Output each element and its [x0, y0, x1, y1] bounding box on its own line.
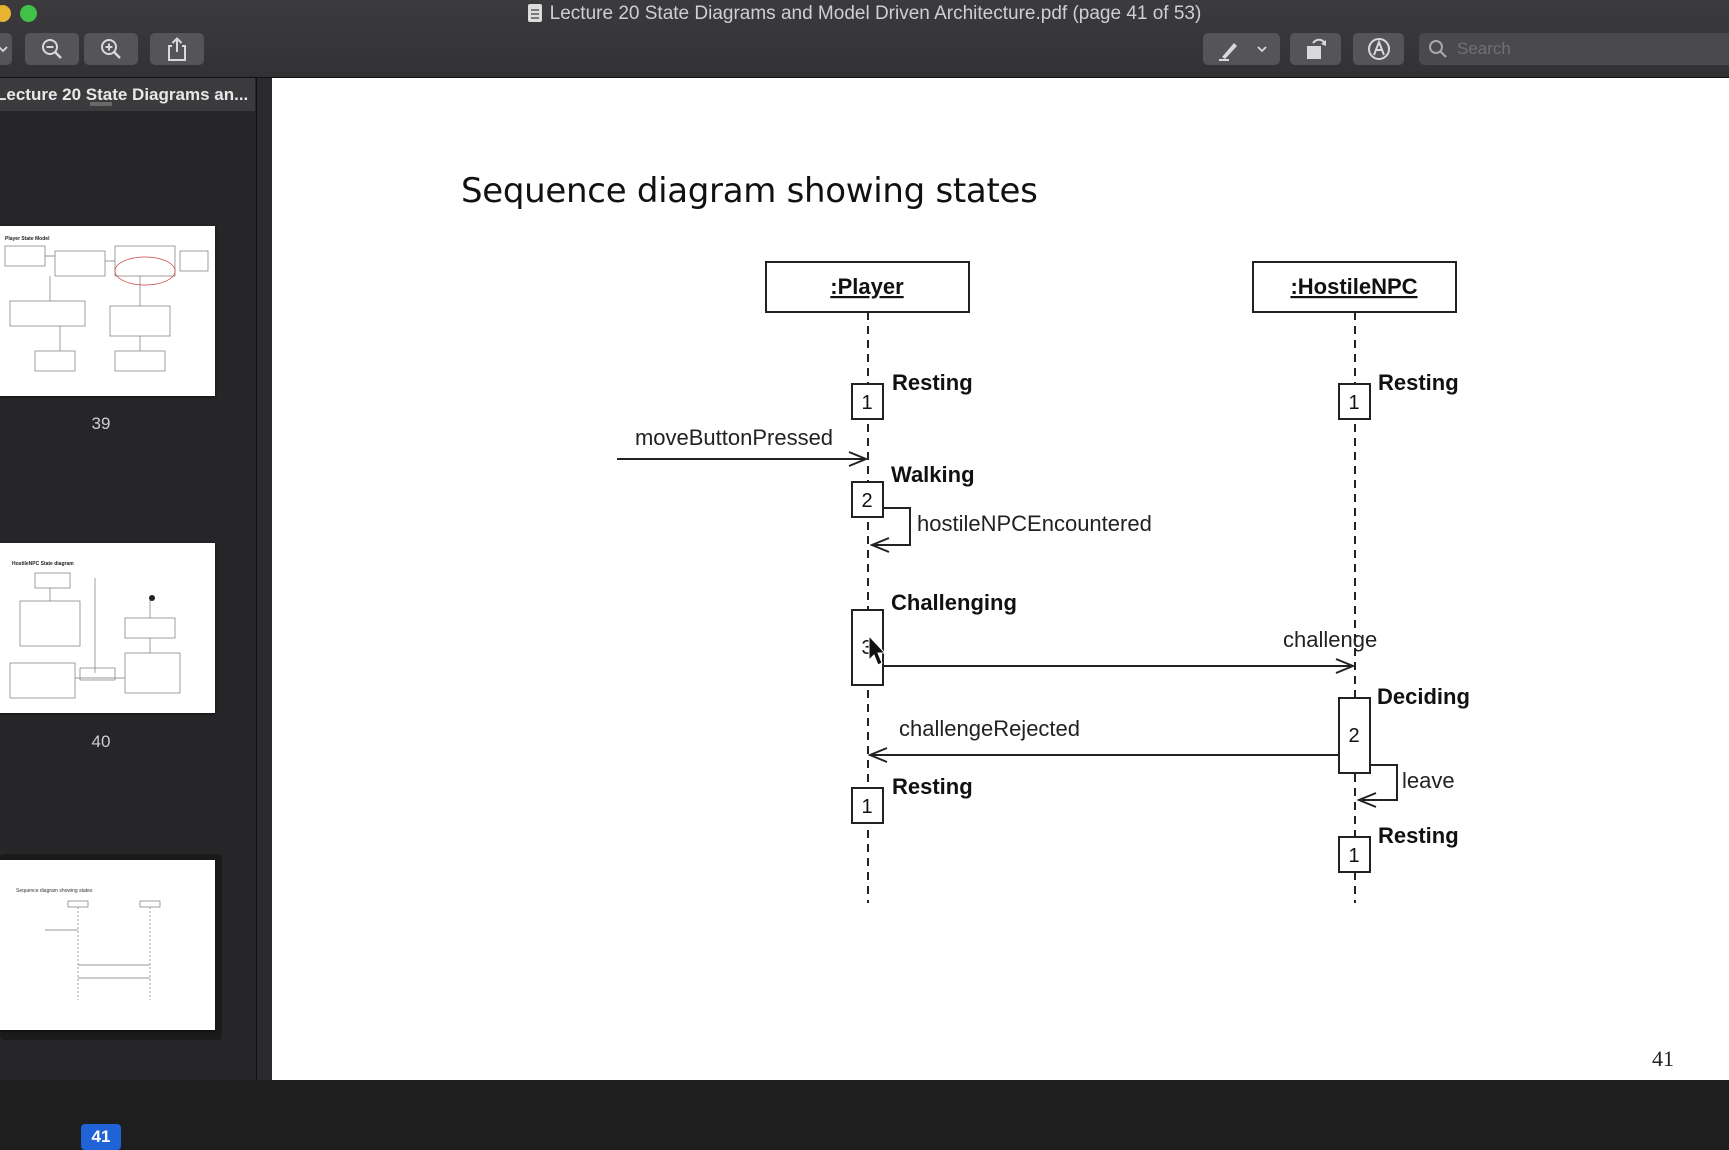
rotate-button[interactable] — [1290, 33, 1341, 65]
message-label-challenge: challenge — [1283, 627, 1377, 652]
npc-state-number: 2 — [1348, 725, 1359, 747]
npc-state-number: 1 — [1348, 392, 1359, 414]
zoom-in-button[interactable] — [84, 33, 138, 65]
message-label-rejected: challengeRejected — [899, 716, 1080, 741]
thumbnail-page-label-41[interactable]: 41 — [81, 1124, 121, 1150]
npc-state-label: Resting — [1378, 823, 1459, 848]
message-arrow-self-encounter — [872, 507, 911, 545]
npc-state-label: Deciding — [1377, 684, 1470, 709]
lifeline-player-box — [765, 261, 970, 313]
player-state-box-resting — [851, 383, 884, 420]
player-state-label: Walking — [891, 462, 975, 487]
thumbnail-page-41[interactable]: Sequence diagram showing states — [0, 860, 215, 1030]
document-view[interactable]: Sequence diagram showing states :Player … — [257, 78, 1729, 1080]
thumbnail-page-39[interactable]: Player State Model — [0, 226, 215, 396]
pdf-page: Sequence diagram showing states :Player … — [272, 78, 1729, 1080]
thumbnail-page-label-40[interactable]: 40 — [91, 732, 111, 751]
share-button[interactable] — [150, 33, 204, 65]
pen-icon — [1218, 43, 1237, 61]
zoom-in-icon — [101, 39, 121, 59]
player-state-number: 2 — [861, 490, 872, 512]
zoom-out-icon — [42, 39, 62, 59]
thumbnail-diagram-image — [4, 245, 209, 372]
window-title-text: Lecture 20 State Diagrams and Model Driv… — [549, 3, 1202, 24]
thumbnail-sidebar: Lecture 20 State Diagrams an... Player S… — [0, 78, 257, 1150]
search-icon — [1429, 40, 1447, 58]
title-bar: Lecture 20 State Diagrams and Model Driv… — [0, 0, 1729, 78]
chevron-down-icon — [0, 46, 8, 53]
player-state-box-resting — [851, 787, 884, 824]
thumbnail-diagram-image — [9, 572, 181, 699]
sequence-diagram: :Player :HostileNPC 1 Resting 2 Walking … — [617, 261, 1470, 903]
markup-pen-button[interactable] — [1203, 33, 1280, 65]
player-state-number: 3 — [861, 637, 872, 659]
sidebar-menu-button[interactable] — [0, 33, 12, 65]
lifeline-npc-label: :HostileNPC — [1290, 274, 1417, 299]
page-38-label-fragment — [90, 102, 112, 106]
npc-state-label: Resting — [1378, 370, 1459, 395]
zoom-window-button[interactable] — [20, 5, 37, 22]
markup-circle-icon — [1367, 38, 1390, 60]
markup-toolbar-button[interactable] — [1353, 33, 1404, 65]
player-state-number: 1 — [861, 392, 872, 414]
chevron-down-icon — [1256, 46, 1267, 53]
thumbnail-caption: HostileNPC State diagram — [12, 561, 74, 567]
message-label-encounter: hostileNPCEncountered — [917, 511, 1152, 536]
window-title: Lecture 20 State Diagrams and Model Driv… — [0, 3, 1729, 25]
npc-state-box-resting — [1338, 836, 1371, 873]
zoom-out-button[interactable] — [25, 33, 79, 65]
npc-state-number: 1 — [1348, 845, 1359, 867]
thumbnail-caption: Sequence diagram showing states — [16, 888, 93, 894]
search-input[interactable] — [1455, 38, 1699, 60]
rotate-icon — [1306, 38, 1326, 59]
sidebar-document-title[interactable]: Lecture 20 State Diagrams an... — [0, 78, 255, 111]
thumbnail-diagram-image — [45, 900, 161, 1000]
mouse-pointer-icon — [868, 634, 887, 666]
npc-state-box-deciding — [1338, 697, 1371, 774]
message-label-move: moveButtonPressed — [635, 425, 833, 450]
pdf-document-icon — [527, 4, 542, 22]
share-icon — [168, 37, 186, 61]
minimize-window-button[interactable] — [0, 5, 11, 22]
thumbnail-caption: Player State Model — [5, 236, 50, 242]
search-field[interactable] — [1419, 33, 1729, 65]
message-arrow-self-leave — [1359, 764, 1398, 800]
thumbnail-page-40[interactable]: HostileNPC State diagram — [0, 543, 215, 713]
player-state-label: Challenging — [891, 590, 1017, 615]
player-state-label: Resting — [892, 774, 973, 799]
player-state-label: Resting — [892, 370, 973, 395]
player-state-number: 1 — [861, 796, 872, 818]
thumbnail-page-label-39[interactable]: 39 — [91, 414, 111, 433]
message-label-leave: leave — [1402, 768, 1455, 793]
slide-page-number: 41 — [1652, 1046, 1674, 1071]
lifeline-player-label: :Player — [830, 274, 904, 299]
slide-title: Sequence diagram showing states — [461, 171, 1038, 211]
npc-state-box-resting — [1338, 383, 1371, 420]
player-state-box-walking — [851, 481, 884, 518]
